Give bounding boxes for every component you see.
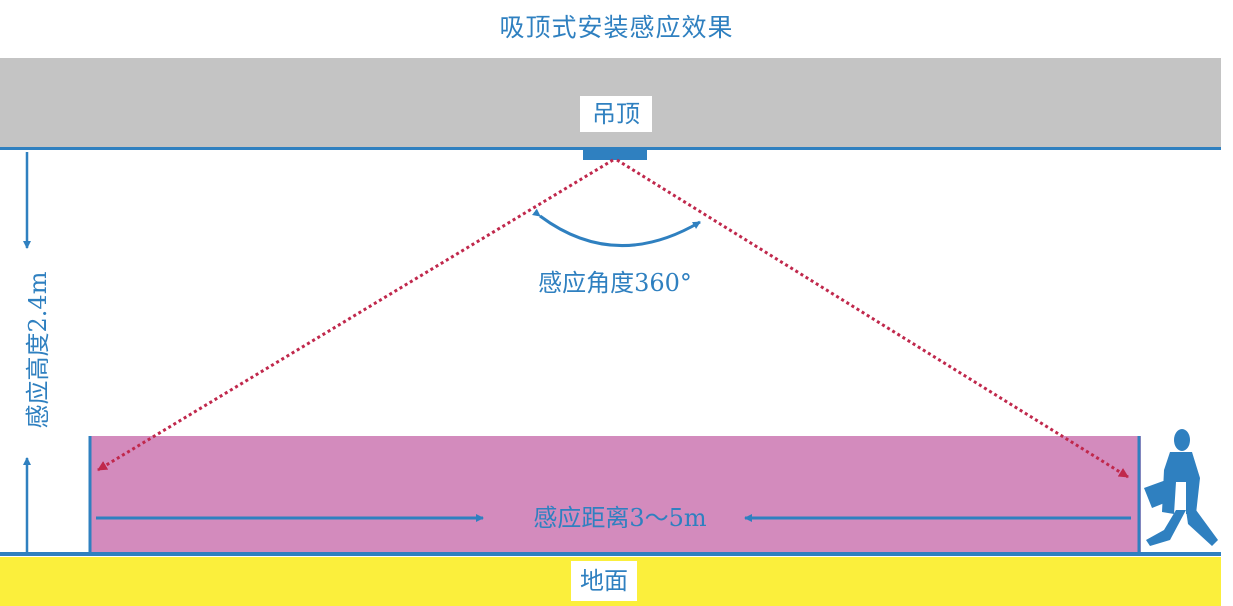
angle-arc bbox=[531, 208, 701, 247]
ceiling-sensor-icon bbox=[583, 148, 647, 160]
diagram-title: 吸顶式安装感应效果 bbox=[499, 13, 734, 42]
floor-label: 地面 bbox=[571, 561, 637, 601]
distance-label: 感应距离3～5m bbox=[533, 504, 707, 532]
detection-zone bbox=[89, 436, 1141, 554]
walking-person-icon bbox=[1144, 429, 1218, 546]
beam-right bbox=[616, 158, 1129, 479]
floor-line bbox=[0, 552, 1221, 556]
beam-left bbox=[97, 158, 614, 472]
height-label: 感应高度2.4m bbox=[24, 271, 52, 429]
ceiling-label: 吊顶 bbox=[580, 96, 652, 132]
angle-label: 感应角度360° bbox=[538, 269, 692, 297]
